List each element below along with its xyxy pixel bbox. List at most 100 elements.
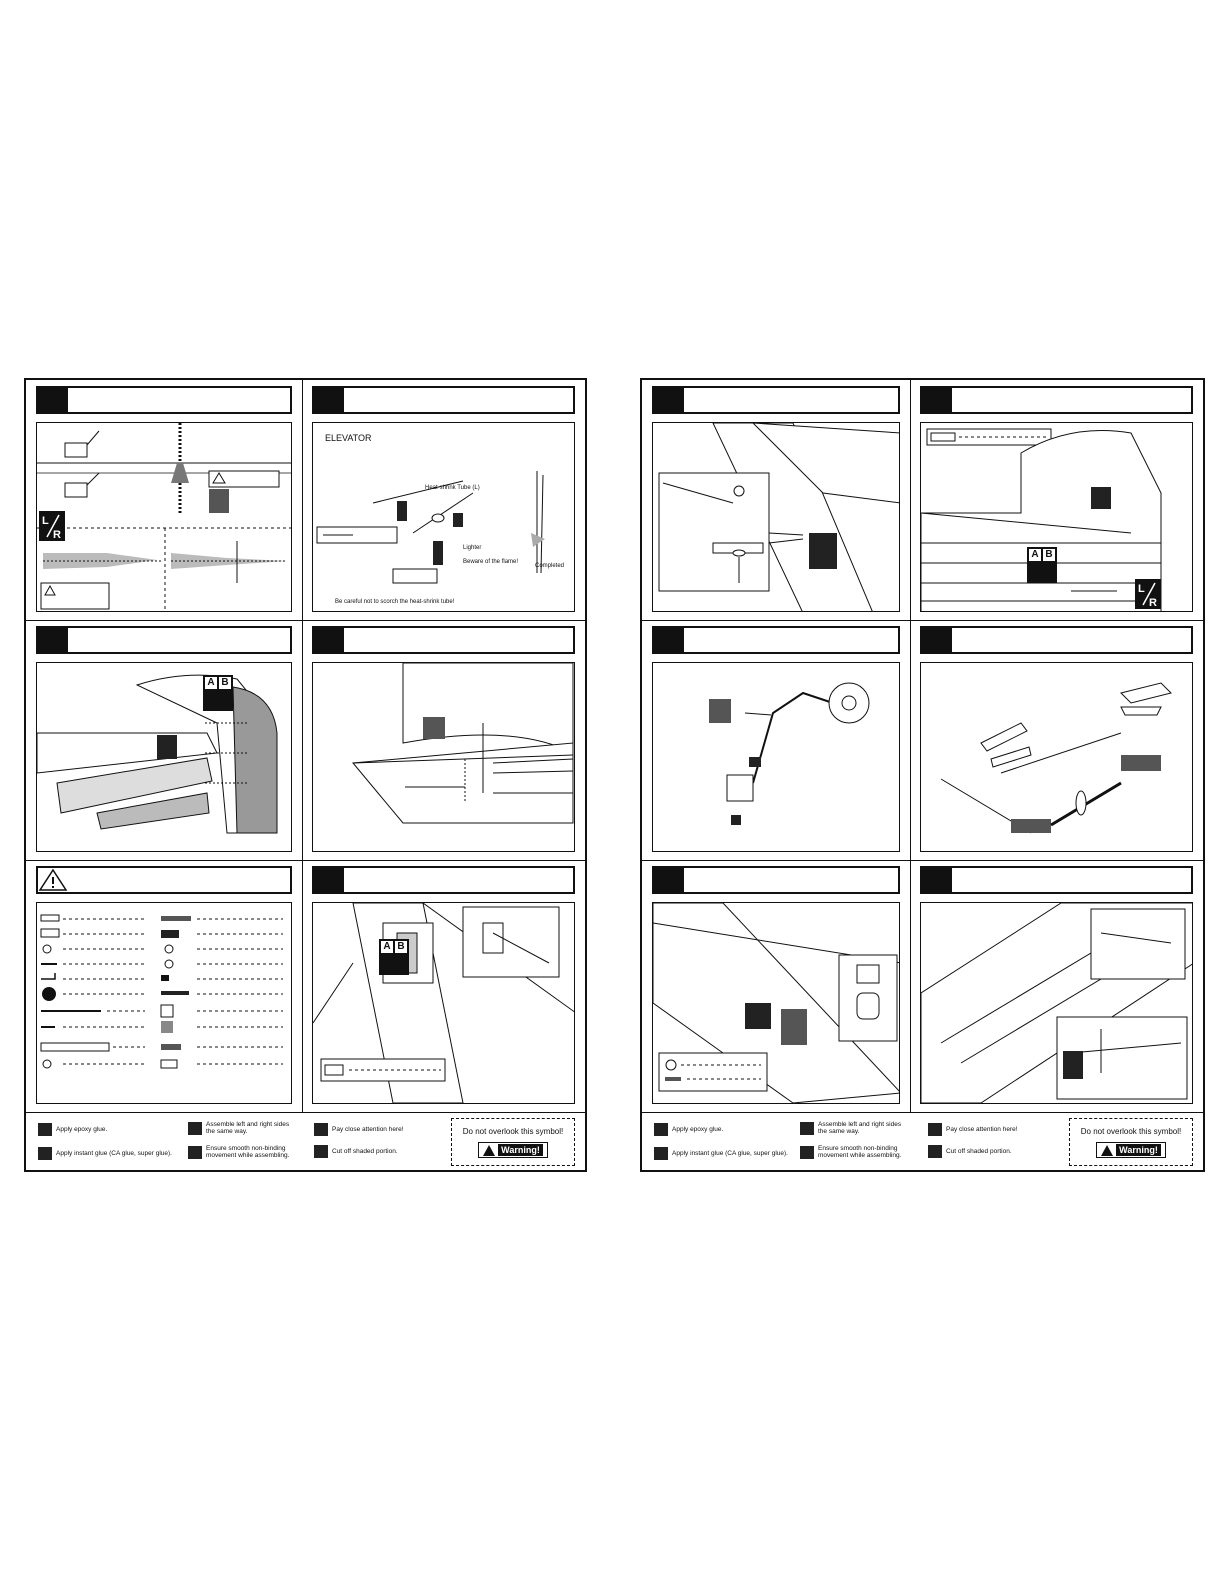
smooth-movement-icon	[800, 1145, 814, 1159]
pushrod-clevis-diagram	[940, 682, 1172, 834]
tail-wheel-assembly-diagram	[709, 682, 870, 825]
cut-icon	[928, 1145, 942, 1158]
step-header	[36, 626, 292, 654]
svg-text:L: L	[1138, 583, 1145, 595]
step-number-box	[654, 628, 684, 652]
do-not-overlook-text: Do not overlook this symbol!	[462, 1127, 564, 1136]
smooth-movement-icon	[188, 1145, 202, 1159]
step-illustration	[652, 662, 900, 852]
legend-epoxy: Apply epoxy glue.	[654, 1123, 723, 1136]
step-illustration	[652, 902, 900, 1104]
symbol-legend: Apply epoxy glue. Apply instant glue (CA…	[26, 1112, 585, 1171]
elevator-hinge-diagram	[352, 663, 574, 824]
symbol-legend: Apply epoxy glue. Apply instant glue (CA…	[642, 1112, 1203, 1171]
step-number-box	[38, 628, 68, 652]
step-cell	[642, 860, 910, 1112]
divider	[302, 380, 303, 1112]
step-header	[312, 866, 575, 894]
epoxy-icon	[654, 1123, 668, 1136]
step-header	[312, 626, 575, 654]
legend-cut: Cut off shaded portion.	[928, 1145, 1012, 1158]
step-header	[920, 866, 1193, 894]
warning-triangle-icon	[38, 868, 68, 892]
divider	[26, 620, 585, 621]
step-illustration: ELEVATOR Heat-shrink Tube (L) Ligh	[312, 422, 575, 612]
control-horn-diagram	[921, 428, 1162, 611]
rudder-hinge-diagram	[37, 674, 278, 834]
fuselage-servo-diagram	[653, 903, 899, 1103]
warning-symbol-box: Do not overlook this symbol! Warning!	[1069, 1118, 1193, 1166]
step-number-box	[654, 868, 684, 892]
epoxy-icon	[38, 1123, 52, 1136]
legend-assemble: Assemble left and right sides the same w…	[800, 1121, 901, 1135]
step-cell	[26, 860, 302, 1112]
step-cell	[302, 620, 585, 860]
stab-alignment-diagram	[37, 423, 291, 611]
flame-label: Beware of the flame!	[463, 559, 519, 565]
step-number-box	[922, 868, 952, 892]
divider	[26, 860, 585, 861]
warning-symbol-box: Do not overlook this symbol! Warning!	[451, 1118, 575, 1166]
warning-badge: Warning!	[478, 1142, 548, 1158]
assemble-left-right-icon	[188, 1121, 202, 1135]
step-cell	[910, 620, 1203, 860]
step-header	[920, 626, 1193, 654]
svg-text:R: R	[1149, 597, 1157, 609]
ca-glue-icon	[38, 1147, 52, 1160]
parts-list	[36, 902, 292, 1104]
divider	[642, 620, 1203, 621]
legend-assemble: Assemble left and right sides the same w…	[188, 1121, 289, 1135]
step-illustration	[920, 662, 1193, 852]
warning-triangle-icon	[483, 1144, 496, 1156]
svg-text:R: R	[53, 529, 61, 541]
servo-install-diagram	[313, 903, 574, 1103]
step-header	[652, 866, 900, 894]
legend-attention: Pay close attention here!	[314, 1123, 404, 1136]
legend-smooth: Ensure smooth non-binding movement while…	[188, 1145, 289, 1159]
step-header	[652, 626, 900, 654]
step-illustration	[312, 662, 575, 852]
step-number-box	[38, 388, 68, 412]
step-number-box	[654, 388, 684, 412]
step-number-box	[922, 628, 952, 652]
legend-cut: Cut off shaded portion.	[314, 1145, 398, 1158]
svg-text:L: L	[42, 515, 49, 527]
step-number-box	[314, 628, 344, 652]
pointing-hand-icon	[928, 1123, 942, 1136]
step-header	[652, 386, 900, 414]
step-cell	[642, 620, 910, 860]
step-cell	[910, 860, 1203, 1112]
step-illustration	[920, 902, 1193, 1104]
step-cell: ELEVATOR Heat-shrink Tube (L) Ligh	[302, 380, 585, 620]
step-number-box	[314, 868, 344, 892]
pointing-hand-icon	[314, 1123, 328, 1136]
legend-smooth: Ensure smooth non-binding movement while…	[800, 1145, 901, 1159]
step-number-box	[922, 388, 952, 412]
section-title: ELEVATOR	[325, 433, 372, 443]
tube-label: Heat-shrink Tube (L)	[425, 485, 480, 491]
scorch-note: Be careful not to scorch the heat-shrink…	[335, 599, 455, 605]
ca-glue-icon	[654, 1147, 668, 1160]
step-illustration	[652, 422, 900, 612]
step-header	[36, 866, 292, 894]
tailwheel-mount-diagram	[658, 423, 899, 611]
step-header	[312, 386, 575, 414]
warning-badge: Warning!	[1096, 1142, 1166, 1158]
linkage-connection-diagram	[921, 903, 1192, 1103]
parts-icons	[40, 914, 283, 1069]
